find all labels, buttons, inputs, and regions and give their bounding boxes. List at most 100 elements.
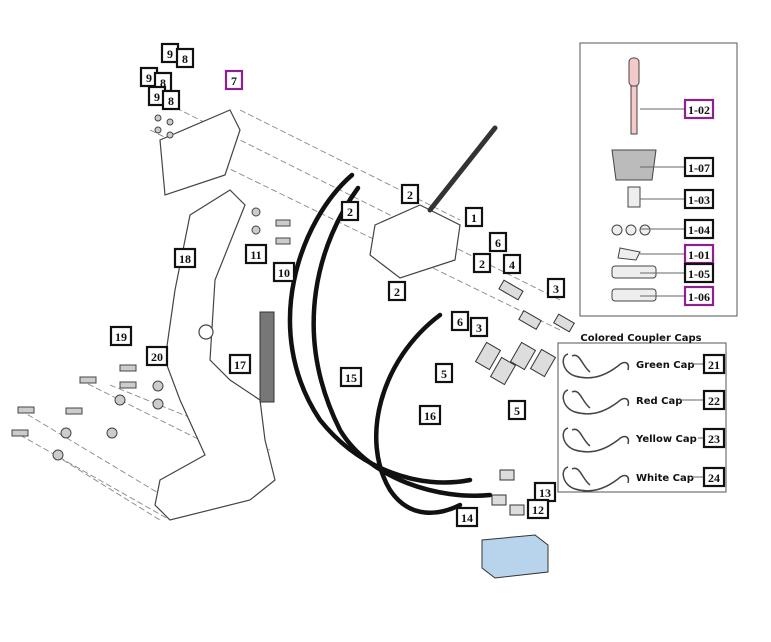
coupler-cap-icon (562, 466, 630, 492)
cap-name: Yellow Cap (635, 434, 697, 445)
control-valve (369, 204, 461, 279)
callout-13: 13 (533, 481, 557, 503)
caps-panel-title: Colored Coupler Caps (580, 333, 701, 344)
callout-1-06: 1-06 (683, 285, 715, 307)
callout-label: 16 (424, 409, 436, 423)
callout-1: 1 (464, 206, 484, 228)
callout-label: 17 (234, 358, 246, 372)
coupler-cap-icon (562, 353, 630, 379)
callout-label: 20 (151, 350, 163, 364)
callout-3: 3 (469, 316, 489, 338)
callout-label: 9 (167, 47, 173, 61)
callout-label: 23 (708, 432, 720, 446)
callout-7: 7 (224, 69, 244, 91)
callout-1-03: 1-03 (683, 188, 715, 210)
callout-1-07: 1-07 (683, 156, 715, 178)
callout-label: 1-01 (688, 248, 710, 262)
callout-label: 2 (479, 257, 485, 271)
callout-1-01: 1-01 (683, 243, 715, 265)
valve-block (481, 534, 549, 579)
callout-label: 19 (115, 330, 127, 344)
callout-label: 12 (532, 503, 544, 517)
callout-label: 24 (708, 471, 720, 485)
cap-name: White Cap (636, 473, 694, 484)
callout-label: 6 (495, 236, 501, 250)
callout-4: 4 (502, 253, 522, 275)
callout-label: 4 (509, 258, 515, 272)
callout-15: 15 (339, 366, 363, 388)
callout-label: 7 (231, 74, 237, 88)
callout-5: 5 (507, 399, 527, 421)
callout-14: 14 (455, 506, 479, 528)
callout-21: 21 (702, 353, 726, 375)
mount-frame (154, 189, 276, 521)
callout-label: 3 (553, 282, 559, 296)
callout-label: 1-03 (688, 193, 710, 207)
callout-label: 1-07 (688, 161, 710, 175)
callout-label: 5 (514, 404, 520, 418)
callout-6: 6 (450, 310, 470, 332)
callout-24: 24 (702, 466, 726, 488)
callout-label: 10 (278, 266, 290, 280)
callout-label: 5 (441, 367, 447, 381)
callout-10: 10 (272, 261, 296, 283)
callout-19: 19 (109, 325, 133, 347)
callout-label: 1-06 (688, 290, 710, 304)
cap-illustrations (562, 353, 630, 492)
callout-8: 8 (175, 47, 195, 69)
coupler-cap-icon (562, 389, 630, 415)
callout-2: 2 (340, 200, 360, 222)
callout-1-04: 1-04 (683, 218, 715, 240)
callout-label: 14 (461, 511, 473, 525)
callout-20: 20 (145, 345, 169, 367)
callout-17: 17 (228, 353, 252, 375)
callout-label: 8 (168, 94, 174, 108)
callout-label: 8 (160, 76, 166, 90)
callout-label: 18 (179, 252, 191, 266)
callout-18: 18 (173, 247, 197, 269)
callout-12: 12 (526, 498, 550, 520)
callout-3: 3 (546, 277, 566, 299)
callout-label: 1-05 (688, 267, 710, 281)
callout-23: 23 (702, 427, 726, 449)
callout-1-02: 1-02 (683, 98, 715, 120)
callout-label: 9 (154, 90, 160, 104)
cap-name: Green Cap (636, 360, 695, 371)
callout-5: 5 (434, 362, 454, 384)
callout-label: 6 (457, 315, 463, 329)
hydraulic-hoses (287, 172, 493, 515)
pedal-bracket (159, 109, 241, 196)
cap-name: Red Cap (636, 396, 682, 407)
callout-label: 2 (347, 205, 353, 219)
callout-label: 21 (708, 358, 720, 372)
callout-11: 11 (244, 243, 268, 265)
callout-22: 22 (702, 389, 726, 411)
callout-2: 2 (472, 252, 492, 274)
control-lever (427, 125, 498, 213)
callout-label: 9 (146, 71, 152, 85)
coupler-cap-icon (562, 427, 630, 453)
spring (259, 311, 275, 403)
callout-16: 16 (418, 404, 442, 426)
callout-label: 2 (407, 188, 413, 202)
callout-label: 22 (708, 394, 720, 408)
callout-9: 9 (160, 42, 180, 64)
callout-label: 1 (471, 211, 477, 225)
callout-2: 2 (400, 183, 420, 205)
callout-label: 2 (394, 285, 400, 299)
callout-label: 1-02 (688, 103, 710, 117)
callout-1-05: 1-05 (683, 262, 715, 284)
fittings (474, 279, 575, 516)
callout-6: 6 (488, 231, 508, 253)
lever-kit-parts (611, 57, 657, 302)
callout-label: 3 (476, 321, 482, 335)
callout-8: 8 (161, 89, 181, 111)
callout-label: 15 (345, 371, 357, 385)
callout-label: 11 (250, 248, 261, 262)
callout-2: 2 (387, 280, 407, 302)
callout-label: 8 (182, 52, 188, 66)
callout-label: 1-04 (688, 223, 710, 237)
callout-label: 13 (539, 486, 551, 500)
